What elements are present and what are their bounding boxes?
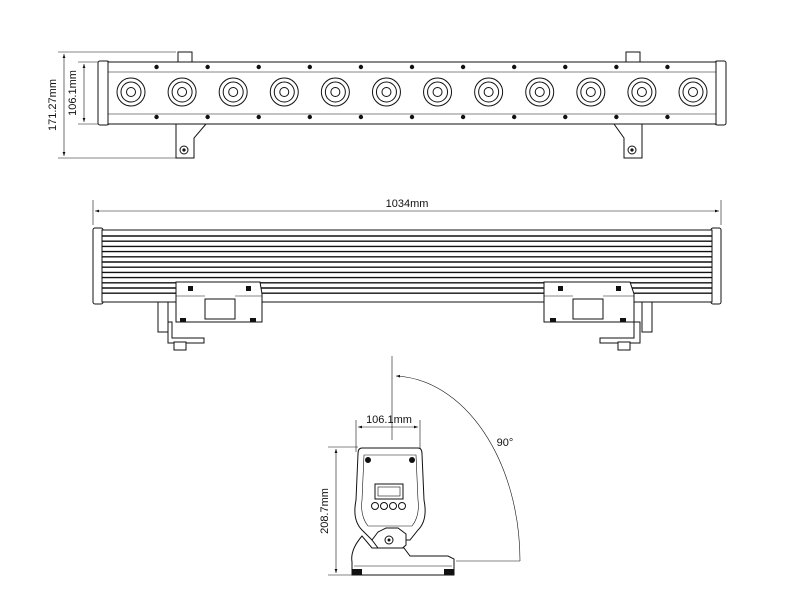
body-screw-icon [154,114,159,120]
dim-side-height: 208.7mm [319,488,331,534]
top-view: 171.27mm 106.1mm [47,51,727,159]
control-button-icon [371,502,379,510]
body-screw-icon [614,114,619,120]
led-lens-icon [116,77,146,107]
dim-front-length: 1034mm [386,198,429,210]
front-bracket-left [157,281,263,351]
dim-top-outer-height: 171.27mm [47,79,59,131]
led-lens-icon [576,77,606,107]
led-lens-icon [218,77,248,107]
body-screw-icon [256,114,261,120]
dim-tilt-angle: 90° [497,437,514,449]
body-screw-icon [358,64,364,70]
led-lens-icon [320,77,350,107]
display-screen [374,483,404,500]
body-screw-icon [154,64,159,70]
led-row [116,64,708,120]
top-bracket-upper-left [177,51,193,63]
control-button-icon [380,502,388,510]
dim-top-inner-height: 106.1mm [67,70,79,116]
control-button-icon [389,502,397,510]
led-lens-icon [371,77,401,107]
body-screw-icon [307,64,313,70]
body-screw-icon [460,114,466,120]
front-view: 1034mm [92,198,722,351]
led-lens-icon [678,77,708,107]
body-screw-icon [256,64,261,70]
top-bracket-lower-left [175,123,208,159]
body-screw-icon [665,64,670,70]
top-end-cap-left [97,60,110,126]
side-view: 90° 106.1mm 208.7mm [319,356,521,576]
body-screw-icon [205,114,210,120]
control-buttons [371,502,406,510]
top-bracket-lower-right [613,123,643,159]
body-screw-icon [563,114,568,120]
top-body [107,61,717,125]
led-lens-icon [269,77,299,107]
body-screw-icon [358,114,364,120]
tilt-arc [395,374,521,562]
body-screw-icon [511,64,517,70]
led-lens-icon [525,77,555,107]
side-base [351,535,455,576]
body-screw-icon [409,64,415,70]
body-screw-icon [205,64,210,70]
body-screw-icon [409,114,415,120]
body-screw-icon [665,114,670,120]
led-lens-icon [167,77,197,107]
body-screw-icon [307,114,313,120]
body-screw-icon [614,64,619,70]
body-screw-icon [563,64,568,70]
led-lens-icon [627,77,657,107]
housing-screw-icon [409,457,415,463]
front-bracket-right [543,281,653,351]
top-end-cap-right [714,60,727,126]
top-bracket-upper-right [625,51,641,63]
body-screw-icon [460,64,466,70]
housing-screw-icon [365,457,371,463]
led-lens-icon [474,77,504,107]
led-lens-icon [423,77,453,107]
dim-side-width: 106.1mm [366,414,412,426]
body-screw-icon [511,114,517,120]
control-button-icon [398,502,406,510]
